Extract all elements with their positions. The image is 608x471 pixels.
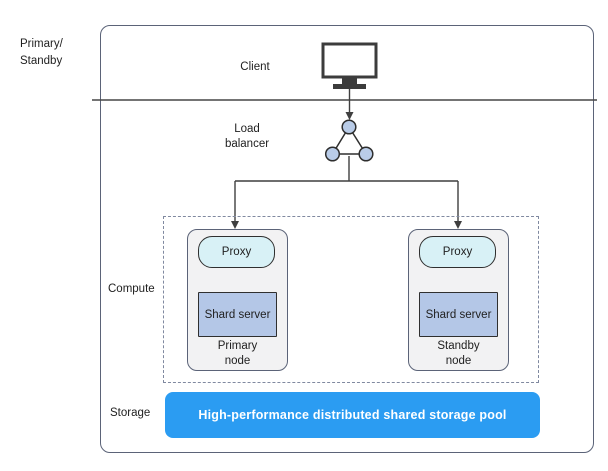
primary-node-box: Proxy Shard server Primary node <box>187 229 288 371</box>
primary-node-label: Primary node <box>217 340 258 367</box>
storage-label: Storage <box>110 407 151 419</box>
storage-pool-bar: High-performance distributed shared stor… <box>165 392 540 438</box>
compute-region-dashed-box <box>163 216 539 383</box>
row-label-line1: Primary/ <box>20 38 63 50</box>
primary-proxy-box: Proxy <box>198 236 275 268</box>
standby-node-box: Proxy Shard server Standby node <box>408 229 509 371</box>
primary-shard-server-box: Shard server <box>198 292 277 337</box>
load-balancer-label: Load balancer <box>224 123 270 150</box>
client-label: Client <box>240 61 270 73</box>
compute-label: Compute <box>108 283 155 295</box>
standby-proxy-box: Proxy <box>419 236 496 268</box>
standby-node-label: Standby node <box>437 340 480 367</box>
main-container-frame <box>100 25 594 453</box>
row-label-primary-standby: Primary/ Standby <box>20 36 63 70</box>
row-label-line2: Standby <box>20 55 63 67</box>
standby-shard-server-box: Shard server <box>419 292 498 337</box>
